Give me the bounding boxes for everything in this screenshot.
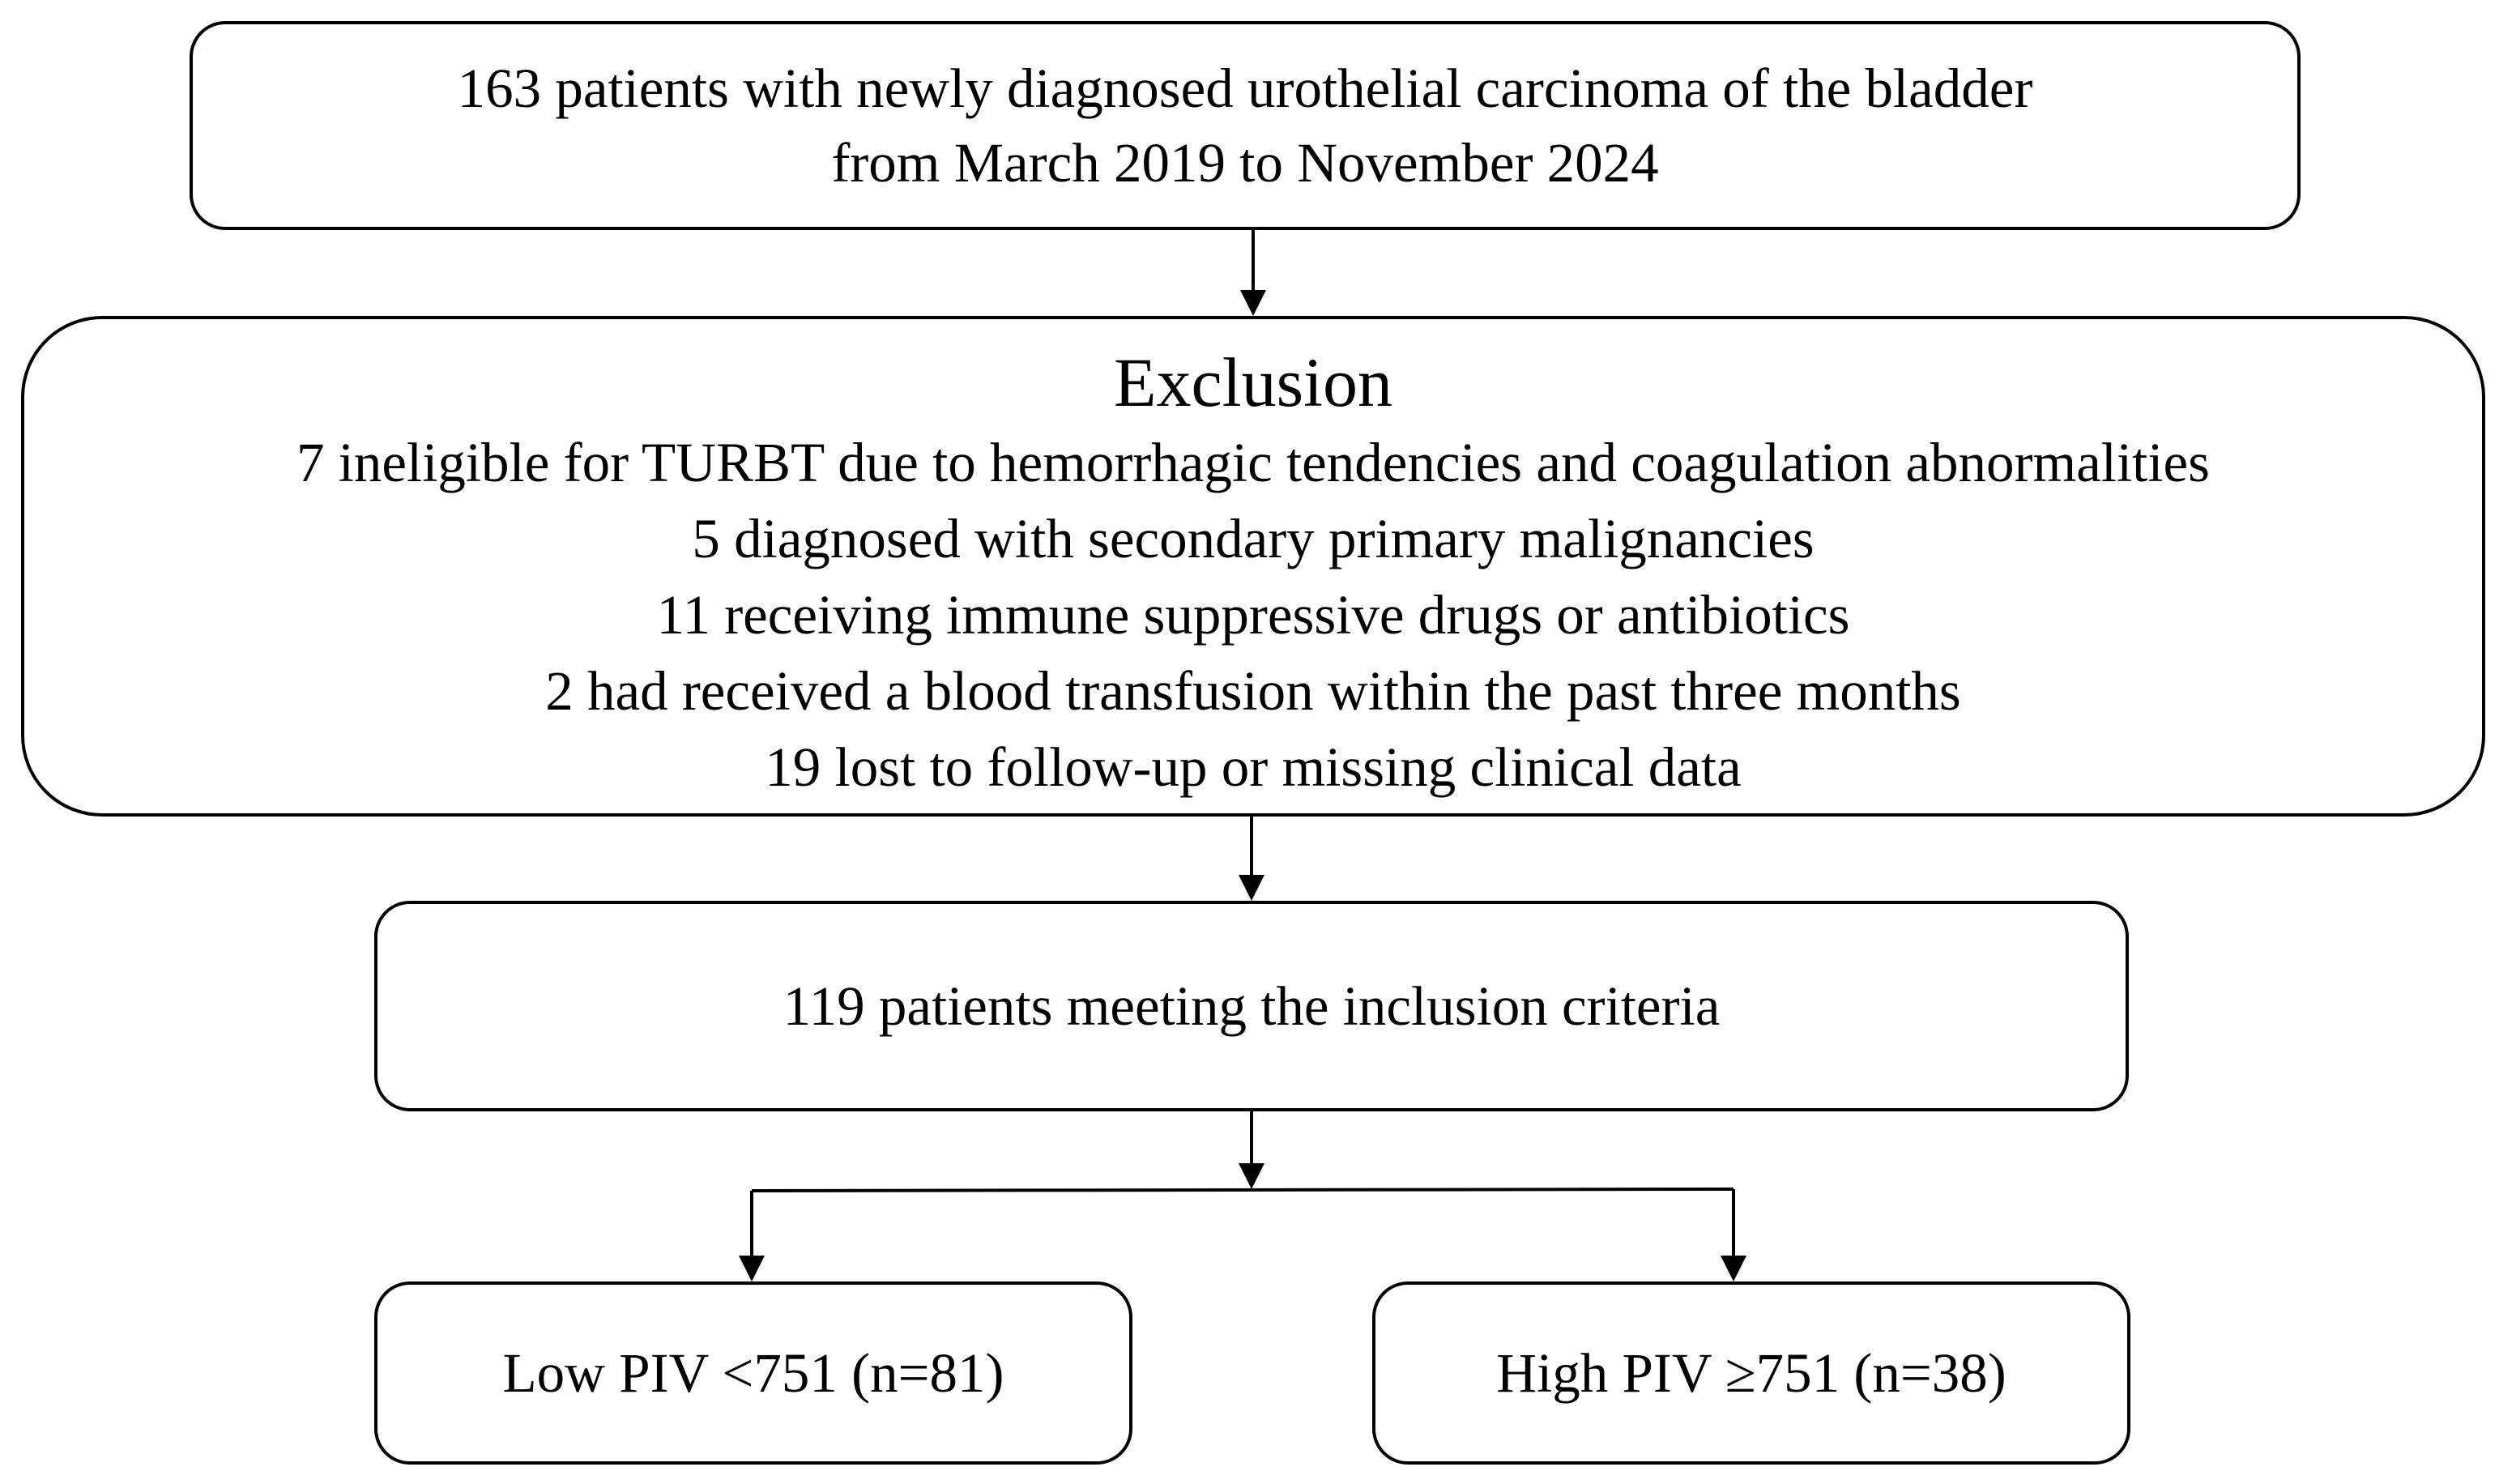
low-piv-group-box: Low PIV <751 (n=81) (374, 1281, 1132, 1465)
population-line-1: 163 patients with newly diagnosed urothe… (457, 58, 2033, 119)
exclusion-reason: 11 receiving immune suppressive drugs or… (656, 584, 1850, 646)
included-patients-box: 119 patients meeting the inclusion crite… (374, 901, 2129, 1111)
exclusion-reason: 2 had received a blood transfusion withi… (545, 660, 1961, 722)
high-piv-group-label: High PIV ≥751 (n=38) (1496, 1342, 2006, 1404)
exclusion-reason: 7 ineligible for TURBT due to hemorrhagi… (296, 432, 2210, 493)
exclusion-reason: 19 lost to follow-up or missing clinical… (765, 736, 1742, 798)
exclusion-heading: Exclusion (1114, 343, 1392, 421)
split-horizontal-line (751, 1188, 1734, 1192)
included-patients-text: 119 patients meeting the inclusion crite… (783, 975, 1721, 1037)
exclusion-reason: 5 diagnosed with secondary primary malig… (692, 508, 1815, 569)
population-box: 163 patients with newly diagnosed urothe… (190, 21, 2301, 230)
low-piv-group-label: Low PIV <751 (n=81) (502, 1342, 1004, 1404)
exclusion-box: Exclusion 7 ineligible for TURBT due to … (21, 316, 2485, 817)
population-line-2: from March 2019 to November 2024 (831, 132, 1659, 194)
high-piv-group-box: High PIV ≥751 (n=38) (1372, 1281, 2130, 1465)
